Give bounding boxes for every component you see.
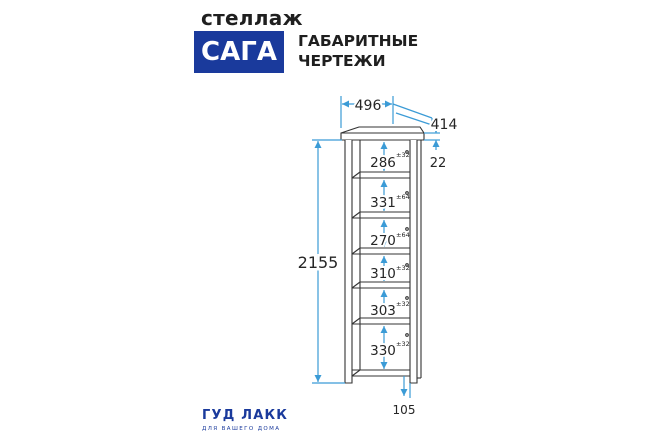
shelf-unit [340,126,425,384]
dimension-lines [312,96,440,398]
subtitle-line-1: ГАБАРИТНЫЕ [298,32,419,50]
shelf-1 [351,171,410,179]
height-label: 2155 [298,253,339,272]
brand-box [194,31,284,73]
top-thickness-label: 22 [430,156,447,171]
shelf-gap-1-value: 286 [370,155,396,171]
shelf-gap-5-value: 303 [370,303,396,319]
shelf-gap-4-value: 310 [370,266,396,282]
shelf-gap-2-value: 331 [370,195,396,211]
shelf-gap-5-tol: ±32 [396,300,410,308]
product-type-label: стеллаж [201,6,303,30]
company-logo-name: ГУД ЛАКК [202,408,289,423]
shelf-gap-2-tol: ±64 [396,193,410,201]
subtitle-line-2: ЧЕРТЕЖИ [298,52,386,70]
left-side-panel [344,140,353,384]
shelf-3 [351,247,410,255]
shelf-4 [351,281,410,289]
depth-dimension-line [395,112,433,126]
product-name: САГА [201,37,277,67]
shelf-gap-1-tol: ±32 [396,151,410,159]
shelf-5 [351,317,410,325]
dimension-labels: 496 414 22 2155 105 286 ±32 331 ±64 270 … [295,96,459,417]
width-label: 496 [355,98,382,114]
company-logo-tagline: ДЛЯ ВАШЕГО ДОМА [202,426,281,432]
shelf-gap-6-tol: ±32 [396,340,410,348]
right-side-panel [409,140,418,384]
shelf-2 [351,211,410,219]
shelf-gap-3-tol: ±64 [396,231,410,239]
shelf-gap-3-value: 270 [370,233,396,249]
depth-label: 414 [431,117,458,133]
shelf-gap-6-value: 330 [370,343,396,359]
shelf-gap-4-tol: ±32 [396,264,410,272]
base-height-label: 105 [393,403,416,417]
